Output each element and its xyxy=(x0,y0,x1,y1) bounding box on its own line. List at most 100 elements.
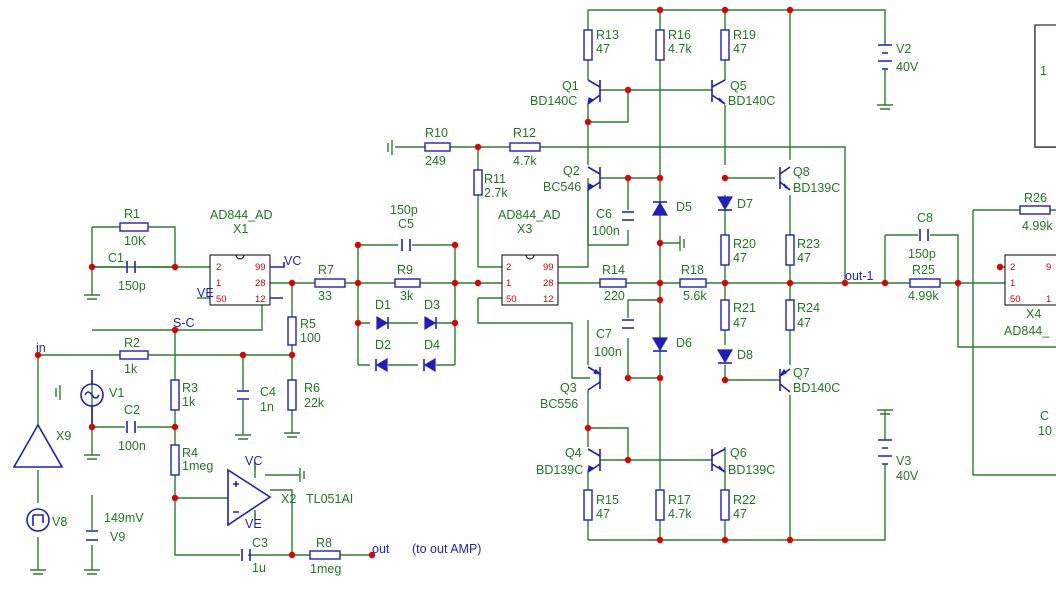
opamp-x3-model: AD844_AD xyxy=(498,208,561,222)
resistor-r23-value: 47 xyxy=(797,251,811,265)
capacitor-c5-value: 150p xyxy=(390,203,418,217)
resistor-r19-label: R19 xyxy=(733,28,756,42)
source-v3-value: 40V xyxy=(896,469,919,483)
resistor-r15-value: 47 xyxy=(596,507,610,521)
capacitor-c4-value: 1n xyxy=(260,400,274,414)
resistor-r14-label: R14 xyxy=(602,263,625,277)
resistor-r17-label: R17 xyxy=(668,493,691,507)
diode-d4-label: D4 xyxy=(424,338,440,352)
source-v1-label: V1 xyxy=(109,386,124,400)
svg-text:1: 1 xyxy=(1010,278,1015,289)
resistor-r9-value: 3k xyxy=(400,289,414,303)
net-out1-label: out-1 xyxy=(845,269,874,283)
capacitor-c4-label: C4 xyxy=(260,385,276,399)
source-v8-label: V8 xyxy=(52,515,67,529)
capacitor-c6-value: 100n xyxy=(592,224,620,238)
net-vc-x2-label: VC xyxy=(245,454,262,468)
resistor-r24-label: R24 xyxy=(797,301,820,315)
capacitor-c1-value: 150p xyxy=(118,279,146,293)
junction-node xyxy=(34,351,42,359)
svg-text:28: 28 xyxy=(255,278,266,289)
resistor-r19-value: 47 xyxy=(733,42,747,56)
capacitor-c7-label: C7 xyxy=(596,327,612,341)
resistor-r21-label: R21 xyxy=(733,301,756,315)
junction-node xyxy=(88,423,96,431)
opamp-x2-label: X2 xyxy=(281,492,296,506)
opamp-x1-label: X1 xyxy=(233,222,248,236)
partial-cap-value: 10 xyxy=(1038,424,1052,438)
junction-nodes xyxy=(34,6,1004,559)
capacitor-c8-value: 150p xyxy=(908,247,936,261)
capacitor-c7-value: 100n xyxy=(594,345,622,359)
net-out-note: (to out AMP) xyxy=(412,542,481,556)
junction-node xyxy=(354,241,362,249)
transistor-q6-label: Q6 xyxy=(730,446,747,460)
source-symbols xyxy=(26,44,892,532)
resistor-r2-label: R2 xyxy=(124,336,140,350)
resistor-r1-label: R1 xyxy=(124,207,140,221)
resistor-r26-value: 4.99k xyxy=(1022,219,1053,233)
source-v9-value: 149mV xyxy=(104,511,144,525)
resistor-r4-label: R4 xyxy=(182,446,198,460)
transistor-q3-label: Q3 xyxy=(560,381,577,395)
source-v2-value: 40V xyxy=(896,60,919,74)
junction-node xyxy=(954,279,962,287)
junction-node xyxy=(656,374,664,382)
junction-node xyxy=(88,263,96,271)
junction-node xyxy=(721,279,729,287)
diode-d3-label: D3 xyxy=(424,298,440,312)
diode-d1-label: D1 xyxy=(375,298,391,312)
resistor-r6-label: R6 xyxy=(304,381,320,395)
resistor-r12-label: R12 xyxy=(513,126,536,140)
resistor-r4-value: 1meg xyxy=(182,459,213,473)
svg-text:12: 12 xyxy=(255,294,266,305)
capacitor-c3-value: 1u xyxy=(252,561,266,575)
resistor-r7-value: 33 xyxy=(318,289,332,303)
junction-node xyxy=(624,174,632,182)
junction-node xyxy=(721,376,729,384)
opamp-x3-label: X3 xyxy=(517,222,532,236)
opamp-x4-label: X4 xyxy=(1026,307,1041,321)
junction-node xyxy=(451,241,459,249)
transistor-symbols xyxy=(587,79,791,474)
svg-text:9: 9 xyxy=(1046,262,1051,273)
transistor-q5-model: BD140C xyxy=(728,94,775,108)
svg-text:50: 50 xyxy=(216,294,227,305)
resistor-r24-value: 47 xyxy=(797,316,811,330)
svg-text:50: 50 xyxy=(506,294,517,305)
capacitor-c3-label: C3 xyxy=(252,536,268,550)
junction-node xyxy=(656,279,664,287)
junction-node xyxy=(721,536,729,544)
svg-text:50: 50 xyxy=(1010,294,1021,305)
buffer-x9-label: X9 xyxy=(56,429,71,443)
junction-node xyxy=(656,296,664,304)
resistor-r7-label: R7 xyxy=(318,263,334,277)
junction-node xyxy=(841,279,849,287)
diode-d7-label: D7 xyxy=(737,197,753,211)
transistor-q2-label: Q2 xyxy=(563,164,580,178)
junction-node xyxy=(171,494,179,502)
junction-node xyxy=(656,536,664,544)
junction-node xyxy=(721,174,729,182)
junction-node xyxy=(451,279,459,287)
resistor-r11-label: R11 xyxy=(484,172,506,186)
transistor-q4-model: BD139C xyxy=(536,463,583,477)
resistor-r8-label: R8 xyxy=(316,536,332,550)
svg-text:12: 12 xyxy=(543,294,554,305)
source-v2-label: V2 xyxy=(896,42,911,56)
net-vc-x1-label: VC xyxy=(284,254,301,268)
buffer-x9-symbol xyxy=(12,423,64,468)
junction-node xyxy=(656,239,664,247)
resistor-r17-value: 4.7k xyxy=(668,507,692,521)
resistor-r15-label: R15 xyxy=(596,493,619,507)
transistor-q8-model: BD139C xyxy=(793,181,840,195)
resistor-r18-value: 5.6k xyxy=(683,289,707,303)
transistor-q5-label: Q5 xyxy=(730,79,747,93)
resistor-r13-label: R13 xyxy=(596,28,619,42)
junction-node xyxy=(474,143,482,151)
capacitor-c1-label: C1 xyxy=(108,251,124,265)
resistor-r13-value: 47 xyxy=(596,42,610,56)
transistor-q1-model: BD140C xyxy=(530,94,577,108)
resistor-r3-value: 1k xyxy=(182,395,196,409)
